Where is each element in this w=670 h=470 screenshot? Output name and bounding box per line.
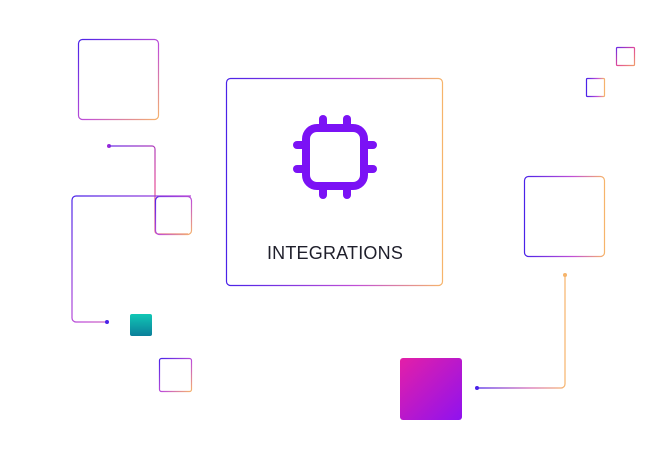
teal-block [130, 314, 152, 336]
connector-pink [107, 144, 188, 235]
connector-left [71, 195, 191, 324]
chip-icon [293, 115, 377, 199]
connector-bottom-right [475, 273, 567, 390]
magenta-block [400, 358, 462, 420]
integrations-label: INTEGRATIONS [266, 243, 404, 263]
tiny-square-top-right [615, 46, 636, 67]
outline-square-right [523, 175, 606, 258]
outline-square-top-left [77, 38, 160, 121]
outline-square-bottom-left [158, 357, 193, 393]
tiny-square-right [585, 77, 606, 98]
outline-square-mid-left [154, 195, 193, 236]
